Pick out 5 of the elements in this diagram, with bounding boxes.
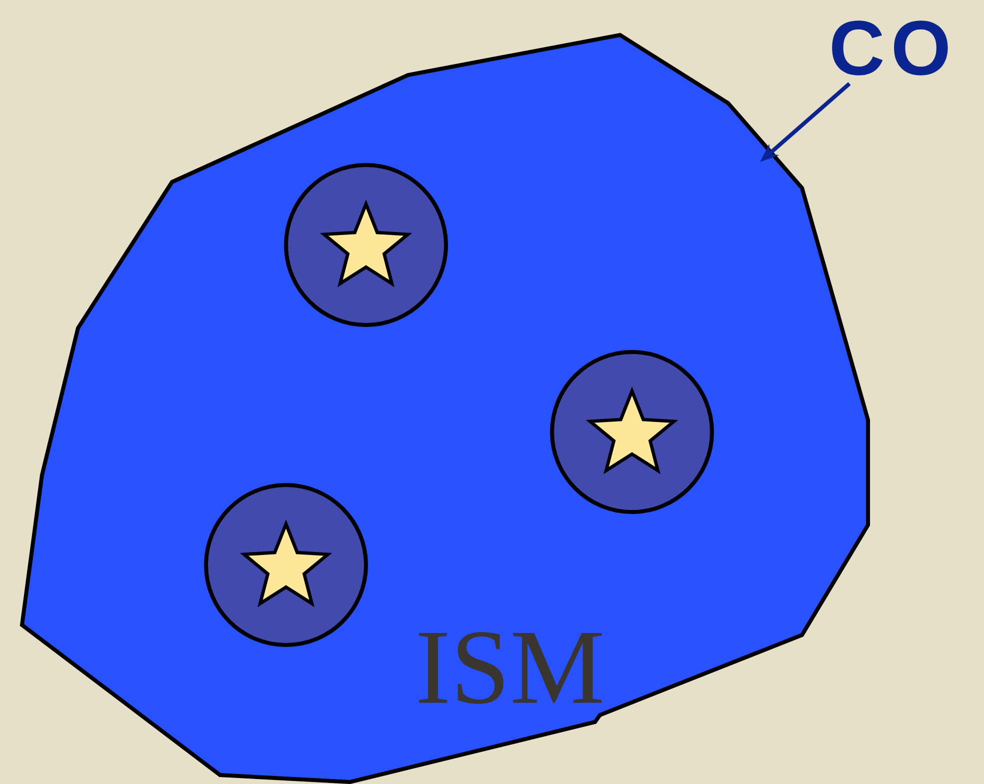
star-disc bbox=[550, 350, 714, 514]
label-text: CO bbox=[832, 20, 948, 76]
star-disc bbox=[204, 483, 368, 647]
star-disc bbox=[284, 163, 448, 327]
region-label: ISM bbox=[419, 632, 602, 704]
